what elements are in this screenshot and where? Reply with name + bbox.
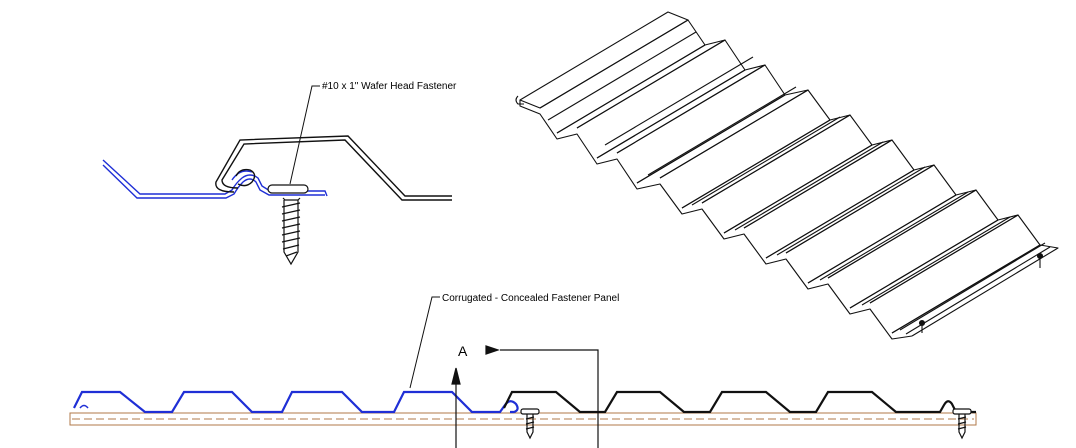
substrate xyxy=(69,412,977,426)
fastener-label: #10 x 1" Wafer Head Fastener xyxy=(322,81,457,92)
isometric-panel-view xyxy=(515,11,1059,340)
wafer-head-fastener xyxy=(267,184,309,266)
panel-label: Corrugated - Concealed Fastener Panel xyxy=(442,293,619,304)
section-blue-hook xyxy=(79,404,89,409)
section-fastener-right xyxy=(952,408,972,440)
section-blue-panel xyxy=(73,390,519,414)
section-cut-marker xyxy=(451,345,599,448)
detail-black-panel xyxy=(215,135,452,201)
fastener-leader xyxy=(289,85,320,185)
detail-blue-panel xyxy=(102,159,328,199)
section-view: Corrugated - Concealed Fastener Panel A xyxy=(69,293,977,448)
section-black-panel xyxy=(503,390,976,414)
section-label: A xyxy=(458,343,468,359)
panel-leader xyxy=(409,296,440,389)
detail-view: #10 x 1" Wafer Head Fastener xyxy=(102,81,457,266)
section-fastener-left xyxy=(520,408,540,440)
